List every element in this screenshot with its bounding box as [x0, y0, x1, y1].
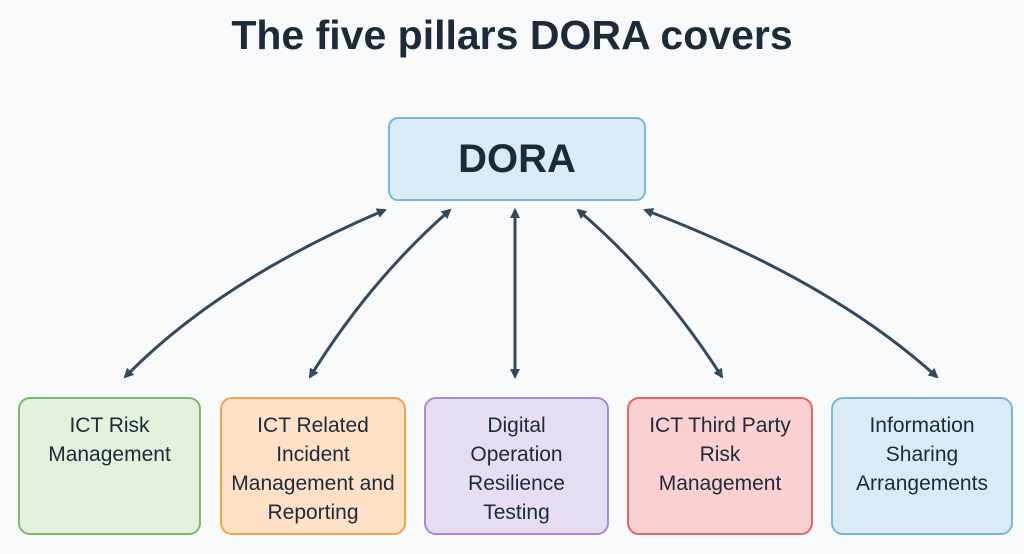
pillar-resilience-testing: Digital Operation Resilience Testing [424, 397, 609, 535]
arrow-4 [576, 208, 724, 379]
dora-root-node: DORA [388, 117, 646, 201]
arrow-2 [308, 208, 452, 379]
pillar-label: ICT Risk Management [48, 414, 171, 466]
pillar-incident-management: ICT Related Incident Management and Repo… [220, 397, 406, 535]
arrow-1 [123, 208, 387, 379]
arrow-5 [643, 208, 939, 379]
pillar-label: Information Sharing Arrangements [856, 414, 988, 495]
pillar-label: ICT Related Incident Management and Repo… [231, 414, 395, 524]
dora-label: DORA [458, 136, 576, 181]
pillar-label: ICT Third Party Risk Management [649, 414, 791, 495]
pillar-information-sharing: Information Sharing Arrangements [831, 397, 1013, 535]
pillar-label: Digital Operation Resilience Testing [468, 414, 565, 524]
pillar-third-party-risk: ICT Third Party Risk Management [627, 397, 813, 535]
pillar-ict-risk-management: ICT Risk Management [18, 397, 201, 535]
page-title: The five pillars DORA covers [231, 12, 793, 58]
